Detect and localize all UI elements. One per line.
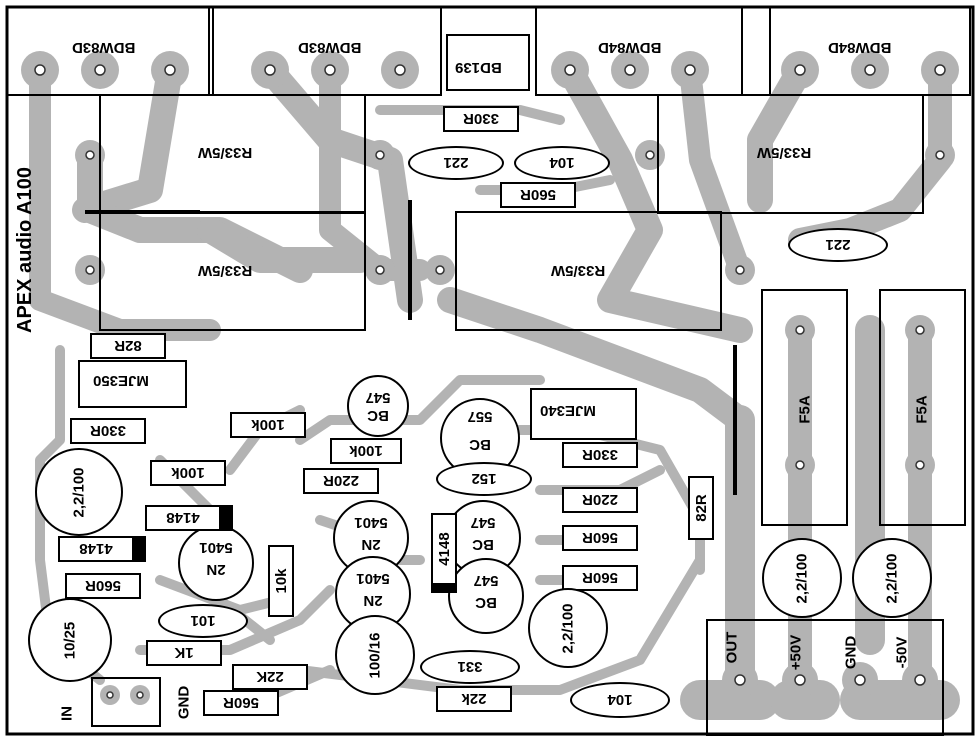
bc547-b-type: BC (472, 536, 494, 553)
ecap-100-16: 100/16 (335, 615, 415, 695)
output-label: OUT (723, 631, 741, 664)
ecap-right-a-value: 2,2/100 (793, 552, 811, 604)
2n5401-a-type: 2N (361, 536, 381, 553)
transistor-label-2: BDW83D (298, 39, 362, 56)
ecap-left-bottom-value: 10/25 (61, 621, 79, 659)
fuse-label-1: F5A (796, 395, 814, 424)
2n5401-a-num: 5401 (354, 514, 388, 531)
driver-transistor-label: BD139 (455, 59, 502, 76)
cap-101: 101 (158, 604, 248, 638)
cap-152: 152 (436, 462, 532, 496)
transistor-label-4: BDW84D (828, 39, 892, 56)
ecap-2-2-100-left: 2,2/100 (35, 448, 123, 536)
bc547-c-type: BC (475, 594, 497, 611)
ecap-right-b-value: 2,2/100 (883, 552, 901, 604)
2n5401-c-type: 2N (363, 592, 383, 609)
transistor-2n5401-b: 2N 5401 (178, 525, 254, 601)
resistor-1k: 1K (146, 640, 222, 666)
ecap-mid-value: 2,2/100 (559, 602, 577, 654)
diode-4148-b: 4148 (58, 536, 146, 562)
minus50v-label: -50V (893, 636, 911, 669)
resistor-10k: 10k (268, 545, 294, 617)
transistor-label-1: BDW83D (72, 39, 136, 56)
diode-4148-center: 4148 (431, 513, 457, 593)
bc547-c-num: 547 (473, 572, 499, 589)
ecap-2-2-100-right-a: 2,2/100 (762, 538, 842, 618)
input-gnd-label: GND (175, 685, 193, 720)
resistor-r33-3: R33/5W (757, 144, 812, 161)
transistor-bc547-c: BC 547 (448, 558, 524, 634)
cap-221-right: 221 (788, 228, 888, 262)
2n5401-b-num: 5401 (199, 539, 233, 556)
resistor-560r-left: 560R (65, 573, 141, 599)
resistor-560r-bottom: 560R (203, 690, 279, 716)
plus50v-label: +50V (787, 634, 805, 671)
resistor-r33-4: R33/5W (551, 262, 606, 279)
resistor-r33-1: R33/5W (198, 144, 253, 161)
bc557-type: BC (469, 436, 491, 453)
transistor-mje340 (530, 388, 637, 440)
resistor-220r-a: 220R (303, 468, 379, 494)
resistor-330r-right: 330R (562, 442, 638, 468)
transistor-mje340-label: MJE340 (540, 402, 596, 419)
cap-331: 331 (420, 650, 520, 684)
resistor-22k-a: 22K (232, 664, 308, 690)
resistor-560r-top: 560R (500, 182, 576, 208)
ecap-center-value: 100/16 (366, 632, 384, 678)
ecap-left-top-value: 2,2/100 (70, 466, 88, 518)
ecap-10-25: 10/25 (28, 598, 112, 682)
resistor-100k-c: 100k (150, 460, 226, 486)
bc547-b-num: 547 (470, 514, 496, 531)
transistor-label-3: BDW84D (598, 39, 662, 56)
ecap-2-2-100-right-b: 2,2/100 (852, 538, 932, 618)
resistor-100k-b: 100k (330, 438, 402, 464)
bc557-num: 557 (467, 408, 493, 425)
cap-104-bottom: 104 (570, 682, 670, 718)
fuse-label-2: F5A (913, 395, 931, 424)
resistor-r33-2: R33/5W (198, 262, 253, 279)
diode-4148-a: 4148 (145, 505, 233, 531)
resistor-330r-top: 330R (443, 106, 519, 132)
resistor-82r-left: 82R (90, 333, 166, 359)
resistor-560r-b: 560R (562, 565, 638, 591)
bc547-a-num: 547 (365, 389, 391, 406)
resistor-82r-right: 82R (688, 476, 714, 540)
cap-104-top: 104 (514, 146, 610, 180)
transistor-mje350 (78, 360, 187, 408)
transistor-mje350-label: MJE350 (93, 372, 149, 389)
2n5401-c-num: 5401 (356, 570, 390, 587)
board-title: APEX audio A100 (14, 167, 36, 333)
gnd-label: GND (842, 635, 860, 670)
resistor-220r-b: 220R (562, 487, 638, 513)
2n5401-b-type: 2N (206, 561, 226, 578)
resistor-22k-b: 22k (436, 686, 512, 712)
resistor-560r-a: 560R (562, 525, 638, 551)
input-label: IN (58, 706, 76, 721)
resistor-100k-a: 100k (230, 412, 306, 438)
ecap-2-2-100-mid: 2,2/100 (528, 588, 608, 668)
cap-221-top: 221 (408, 146, 504, 180)
bc547-a-type: BC (367, 407, 389, 424)
resistor-330r-left: 330R (70, 418, 146, 444)
